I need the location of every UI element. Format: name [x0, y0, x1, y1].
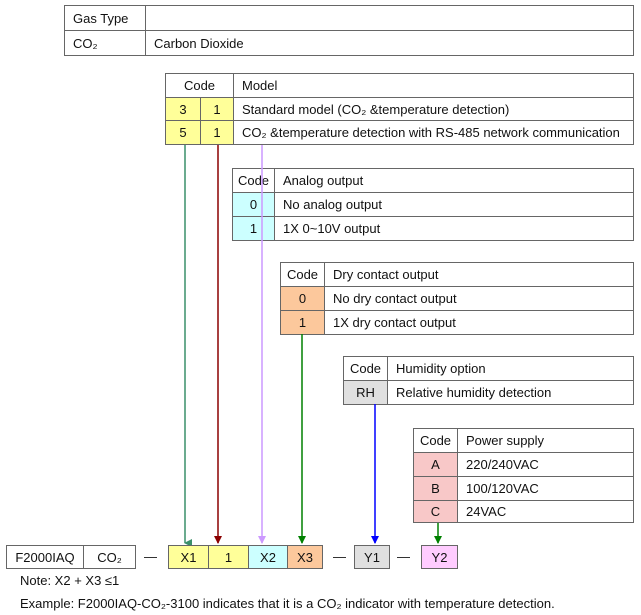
pn-x1: X1: [168, 545, 209, 569]
pn-x2: X2: [248, 545, 288, 569]
pn-y1: Y1: [354, 545, 390, 569]
pn-gas: CO₂: [83, 545, 136, 569]
model-code: 5: [165, 120, 201, 145]
humidity-code: RH: [343, 380, 388, 405]
power-desc: 24VAC: [457, 500, 634, 523]
model-desc: CO₂ &temperature detection with RS-485 n…: [233, 120, 634, 145]
power-code: C: [413, 500, 458, 523]
pn-fixed: 1: [208, 545, 249, 569]
gas-name: Carbon Dioxide: [145, 30, 634, 56]
humidity-desc: Relative humidity detection: [387, 380, 634, 405]
pn-dash: —: [397, 549, 410, 564]
pn-x3: X3: [287, 545, 323, 569]
pn-prefix: F2000IAQ: [6, 545, 84, 569]
model-code: 1: [200, 120, 234, 145]
analog-desc: 1X 0~10V output: [274, 216, 634, 241]
dry-code: 1: [280, 310, 325, 335]
dry-desc: 1X dry contact output: [324, 310, 634, 335]
pn-y2: Y2: [421, 545, 458, 569]
pn-dash: —: [333, 549, 346, 564]
note: Note: X2 + X3 ≤1: [20, 573, 120, 588]
example: Example: F2000IAQ-CO₂-3100 indicates tha…: [20, 596, 555, 611]
pn-dash: —: [144, 549, 157, 564]
